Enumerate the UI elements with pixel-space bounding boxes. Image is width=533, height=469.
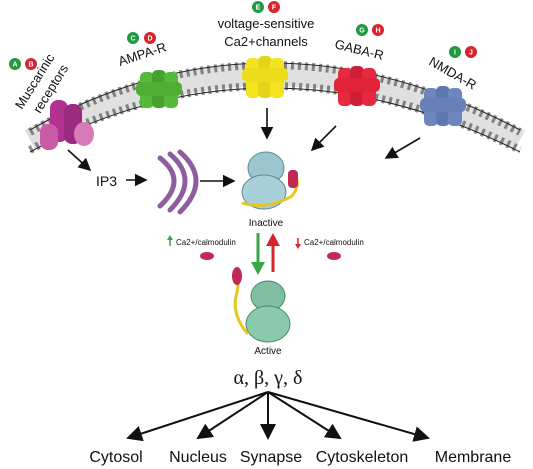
svg-text:H: H [375, 28, 380, 35]
badge-e: E [252, 1, 264, 13]
inactive-camkii-icon [241, 151, 299, 210]
svg-text:Ca2+/calmodulin: Ca2+/calmodulin [176, 238, 236, 247]
ca-calmodulin-down: Ca2+/calmodulin [295, 238, 364, 260]
svg-text:J: J [469, 50, 473, 57]
svg-text:C: C [130, 36, 135, 43]
badge-j: J [465, 46, 477, 58]
active-camkii-icon [232, 267, 291, 343]
ip3-label: IP3 [96, 173, 117, 189]
location-cytoskeleton: Cytoskeleton [316, 449, 409, 466]
gaba-receptor [334, 66, 380, 106]
nmda-receptor [420, 86, 466, 126]
svg-text:E: E [256, 5, 261, 12]
svg-text:A: A [12, 62, 17, 69]
badge-a: A [9, 58, 21, 70]
ca-calmodulin-up: Ca2+/calmodulin [167, 235, 236, 260]
badge-i: I [449, 46, 461, 58]
location-nucleus: Nucleus [169, 449, 227, 466]
location-membrane: Membrane [435, 449, 512, 466]
vscc-label-line2: Ca2+channels [224, 34, 308, 49]
svg-text:Ca2+/calmodulin: Ca2+/calmodulin [304, 238, 364, 247]
ampa-label: AMPA-R [116, 39, 168, 69]
active-label: Active [254, 346, 282, 357]
vscc-channel [242, 56, 288, 98]
svg-text:F: F [272, 5, 277, 12]
vscc-label-line1: voltage-sensitive [218, 16, 315, 31]
nmda-label: NMDA-R [427, 54, 480, 93]
inactive-label: Inactive [249, 218, 284, 229]
muscarinic-arrow [67, 149, 92, 172]
ampa-receptor [136, 70, 182, 108]
badge-h: H [372, 24, 384, 36]
svg-text:G: G [359, 28, 365, 35]
svg-text:D: D [147, 36, 152, 43]
muscarinic-receptor [40, 100, 94, 150]
endoplasmic-reticulum-icon [157, 149, 199, 215]
nmda-arrow [384, 137, 421, 159]
localization-arrows [126, 391, 430, 442]
location-synapse: Synapse [240, 449, 302, 466]
badge-f: F [268, 1, 280, 13]
badge-d: D [144, 32, 156, 44]
isoforms-label: α, β, γ, δ [234, 367, 303, 389]
svg-text:B: B [28, 62, 33, 69]
badge-b: B [25, 58, 37, 70]
gaba-arrow [310, 125, 337, 152]
gaba-label: GABA-R [333, 36, 385, 63]
badge-g: G [356, 24, 368, 36]
location-cytosol: Cytosol [89, 449, 142, 466]
svg-text:I: I [454, 50, 456, 57]
badge-c: C [127, 32, 139, 44]
